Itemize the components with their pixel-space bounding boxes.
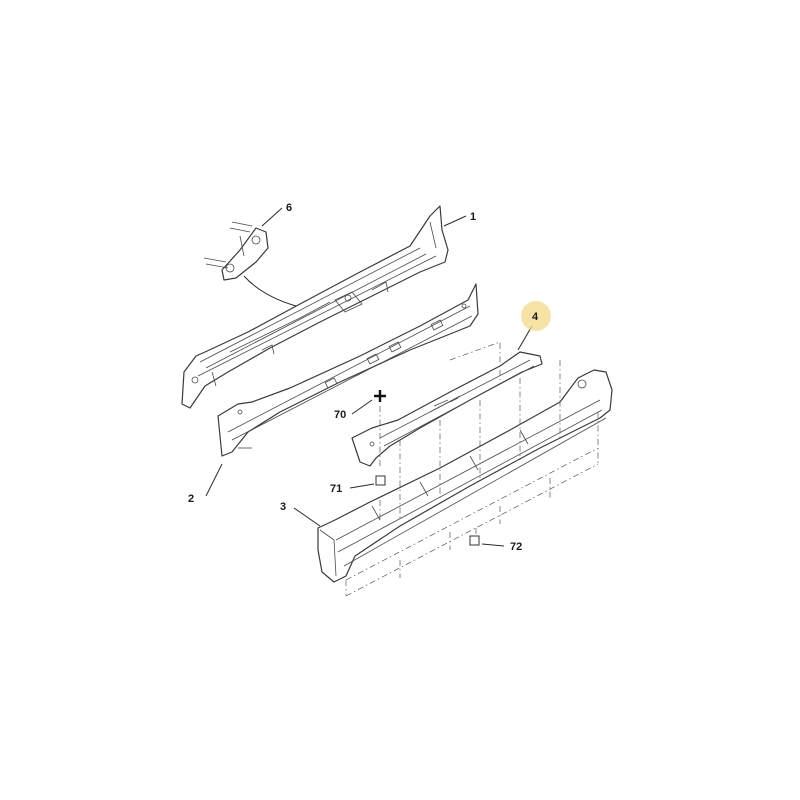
leader-2 (205, 463, 223, 497)
bracket-position-arrow (243, 275, 297, 307)
callout-71: 71 (330, 483, 342, 495)
construction-lines (345, 341, 599, 597)
leader-6 (261, 207, 283, 227)
callout-72: 72 (510, 541, 522, 553)
leader-72 (481, 543, 505, 547)
callout-4-highlight (521, 301, 551, 331)
part-4-reinforcement-strip (351, 351, 543, 467)
part-2-sill-reinforcement (217, 283, 479, 457)
callout-4: 4 (532, 311, 539, 323)
callout-6: 6 (286, 202, 292, 214)
leader-70 (351, 399, 373, 415)
square-icon (469, 535, 480, 546)
leader-71 (349, 483, 375, 489)
part-1-sill-trim (181, 205, 449, 409)
callout-2: 2 (188, 493, 194, 505)
callout-1: 1 (470, 211, 476, 223)
callout-3: 3 (280, 501, 286, 513)
square-icon (375, 475, 386, 486)
cross-icon (374, 390, 386, 402)
leader-3 (293, 507, 321, 527)
leader-4 (517, 325, 533, 351)
part-6-bracket (203, 221, 269, 281)
callout-70: 70 (334, 409, 346, 421)
leader-1 (443, 215, 467, 227)
part-3-outer-sill (317, 369, 613, 583)
